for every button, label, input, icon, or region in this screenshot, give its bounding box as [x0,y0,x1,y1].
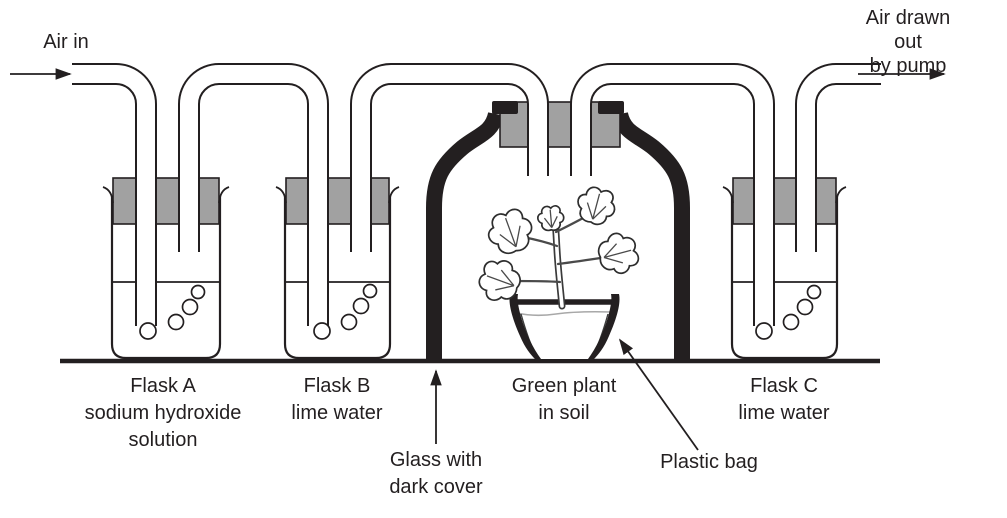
air-in-label: Air in [43,31,89,53]
tube-flask-a-to-flask-b [178,63,329,326]
flask-b-bubbles [313,283,378,340]
leaf [572,183,620,229]
tube-bell-jar-to-flask-c [570,63,775,326]
flask-b [275,177,400,360]
leaf [536,204,566,233]
plastic-bag-pointer [618,338,699,451]
bell-jar-left-wall [426,111,504,362]
potted-plant [473,183,643,359]
tube-flask-b-to-bell-jar [350,63,549,252]
flask-c-label: Flask C lime water [738,375,830,424]
flask-b-stopper [285,177,390,225]
leaf [481,204,540,260]
flask-c [722,177,847,360]
leaf [593,228,643,279]
flask-a-stopper [112,177,220,225]
green-plant-label: Green plant in soil [511,375,617,424]
flask-b-label: Flask B lime water [291,375,383,424]
bell-jar-right-cap [598,101,624,114]
green-plant [473,183,643,310]
air-out-label: Air drawn out by pump [865,7,951,77]
flask-a [102,177,230,360]
flask-c-stopper [732,177,837,225]
glass-cover-label: Glass with dark cover [389,449,483,498]
plastic-bag-label: Plastic bag [660,451,758,473]
bell-jar-right-wall [612,111,690,362]
tube-flask-c-to-pump [795,63,881,252]
soil-line [516,310,613,317]
bell-jar-left-cap [492,101,518,114]
glass-tubing [72,63,881,326]
tube-air-in-to-flask-a [72,63,157,326]
bell-jar-dark-cover [426,101,690,362]
flask-c-bubbles [755,284,822,340]
flask-a-bubbles [139,284,206,340]
flask-a-label: Flask A sodium hydroxide solution [84,375,242,451]
